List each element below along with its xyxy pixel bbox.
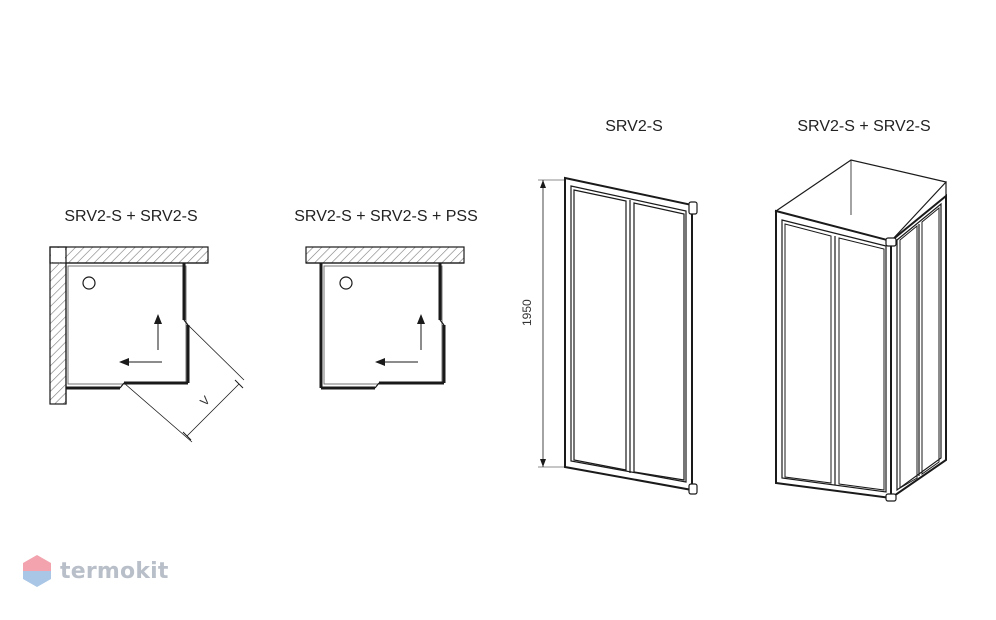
hexagon-logo-icon xyxy=(23,555,51,587)
iso-corner-drawing xyxy=(774,159,948,502)
label-plan-with-side: SRV2-S + SRV2-S + PSS xyxy=(294,208,478,225)
plan-corner-drawing xyxy=(49,246,245,443)
height-dimension-text: 1950 xyxy=(520,299,534,326)
label-iso-corner: SRV2-S + SRV2-S xyxy=(797,118,931,135)
brand-logo: termokit xyxy=(22,554,169,588)
plan-with-side-drawing xyxy=(305,246,465,390)
brand-logo-text: termokit xyxy=(60,558,169,584)
label-front-single: SRV2-S xyxy=(605,118,663,135)
front-single-drawing xyxy=(538,176,698,495)
label-plan-corner: SRV2-S + SRV2-S xyxy=(64,208,198,225)
